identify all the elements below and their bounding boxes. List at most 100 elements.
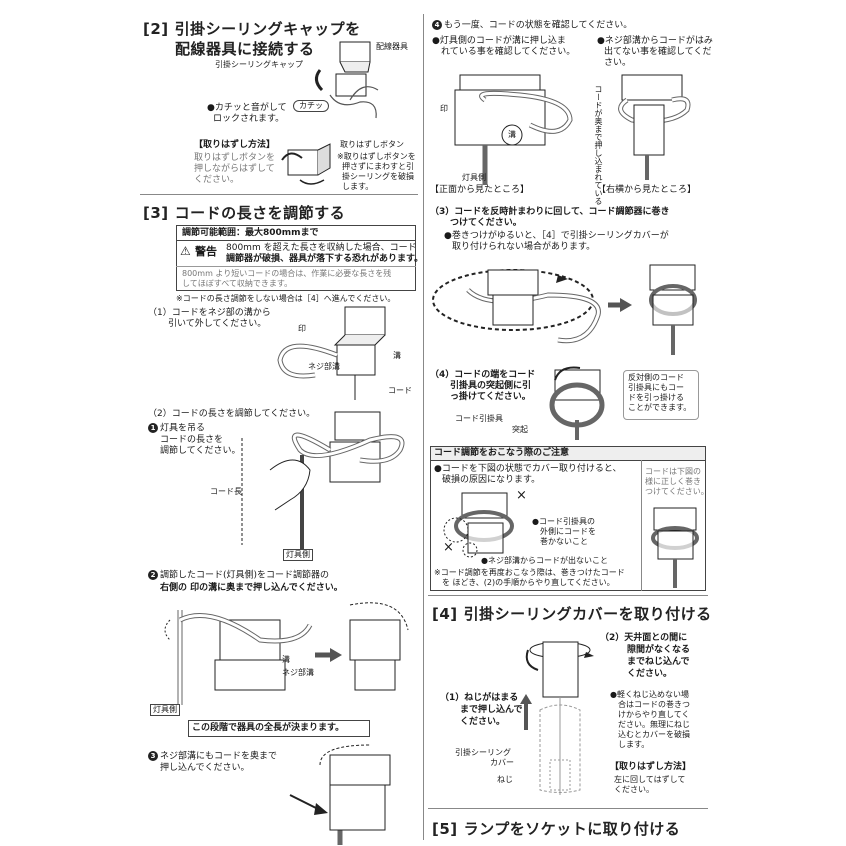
step-3-b: つけてください。 [450, 218, 522, 228]
caution-c-3: 巻かないこと [540, 537, 588, 546]
cover-note-2: 合はコードの巻きつ [618, 700, 690, 709]
step-4-note-1: 反対側のコード [628, 373, 684, 382]
step-3-c: ●巻きつけがゆるいと、［4］で引掛シーリングカバーが [444, 231, 669, 241]
cover-step-2-b: 隙間がなくなる [627, 645, 691, 655]
cover-step-1-c: ください。 [460, 717, 506, 727]
front-view-illustration [454, 74, 573, 185]
warning-label: 警告 [195, 245, 217, 258]
label-cord-hook: コード引掛具 [455, 414, 503, 423]
label-cover-2: カバー [490, 758, 514, 767]
remove-warning-2: 押さずにまわすと引 [342, 162, 414, 171]
caution-e: ※コード調節を再度おこなう際は、巻きつけたコード [434, 568, 625, 577]
remove-warning-3: 掛シーリングを破損 [342, 172, 414, 181]
check-b-3: さい。 [604, 58, 632, 68]
caution-title: コード調節をおこなう際のご注意 [434, 448, 570, 458]
label-lamp-side-2: 灯具側 [150, 704, 180, 716]
side-view-illustration [618, 74, 691, 180]
caution-d: ●ネジ部溝からコードが出ないこと [481, 556, 608, 565]
step-2-3-illustration [289, 744, 391, 845]
front-view-caption: 【正面から見たところ】 [430, 185, 530, 195]
step-2-1-illustration [241, 411, 405, 550]
label-groove-2: 溝 [282, 655, 290, 664]
section-2-title: [2]引掛シーリングキャップを [143, 20, 361, 38]
label-fixture: 配線器具 [376, 42, 408, 51]
total-length-text: この段階で器具の全長が決まります。 [192, 723, 345, 733]
remove-warning-4: します。 [342, 182, 374, 191]
cover-step-2-a: （2）天井面との間に [600, 633, 688, 643]
check-b-1: ●ネジ部溝からコードがはみ [597, 36, 713, 46]
step-3-d: 取り付けられない場合があります。 [452, 242, 596, 252]
skip-note: ※コードの長さ調節をしない場合は［4］へ進んでください。 [176, 294, 396, 303]
label-bump: 突起 [512, 425, 528, 434]
check-b-2: 出てない事を確認してくだ [604, 47, 712, 57]
section-3-title: [3]コードの長さを調節する [143, 204, 346, 222]
cross-mark-1: × [516, 488, 527, 503]
vertical-note: コードが奥まで押し込まれている [594, 85, 603, 205]
step-2-2-b: 右側の 印の溝に奥まで押し込んでください。 [160, 583, 343, 593]
cover-note-4: ださい。無理にねじ [618, 720, 690, 729]
caution-side-1: コードは下図の [645, 467, 701, 476]
section-divider [428, 595, 708, 596]
label-groove: 溝 [393, 351, 401, 360]
step-2-2-illustration [164, 602, 409, 705]
label-cord: コード [388, 386, 412, 395]
cover-note-5: 込むとカバーを破損 [618, 730, 690, 739]
cover-step-2-c: までねじ込んで [627, 657, 690, 667]
caution-f: を ほどき、(2)の手順からやり直してください。 [442, 578, 615, 587]
label-screw-groove: ネジ部溝 [308, 362, 340, 371]
warning-divider [176, 266, 416, 267]
cross-mark-2: × [443, 540, 454, 555]
section-5-title: [5]ランプをソケットに取り付ける [432, 820, 681, 838]
total-length-note [188, 720, 370, 737]
check-a-2: れている事を確認してください。 [441, 47, 576, 57]
caution-title-bar [431, 447, 705, 460]
label-cord-length: コード長 [210, 487, 242, 496]
adjust-range-box [176, 225, 416, 291]
caution-box [430, 446, 706, 591]
ceiling-cap-illustration [315, 41, 379, 119]
step-4-illustration [549, 366, 605, 440]
cover-note-1: ●軽くねじ込めない場 [610, 690, 689, 699]
label-click: カチッ [293, 100, 329, 112]
section-2-title-line2: 配線器具に接続する [175, 40, 315, 58]
remove-text-3: ください。 [194, 175, 240, 185]
caution-a: ●コードを下図の状態でカバー取り付けると、 [434, 464, 622, 474]
remove-text-2: 押しながらはずして [194, 164, 275, 174]
remove-warning-1: ※取りはずしボタンを [337, 152, 416, 161]
warning-text-1: 800mm を超えた長さを収納した場合、コード [226, 243, 417, 253]
remove-text-1: 取りはずしボタンを [194, 153, 276, 163]
step-4-a: （4）コードの端をコード [430, 370, 536, 380]
step-4-side-note [623, 370, 699, 420]
step-2-text: （2）コードの長さを調節してください。 [148, 409, 316, 419]
caution-side-2: 様に正しく巻き [645, 477, 701, 486]
short-note-2: してほぼすべて収納できます。 [182, 279, 293, 288]
cover-step-1-b: まで押し込んで [460, 705, 523, 715]
label-cap: 引掛シーリングキャップ [215, 60, 303, 69]
caution-side-3: つけてください。 [645, 487, 709, 496]
section-4-title: [4]引掛シーリングカバーを取り付ける [432, 605, 712, 623]
warning-icon: ⚠ [180, 244, 191, 258]
caution-inner-divider [641, 460, 642, 591]
cover-remove-title: 【取りはずし方法】 [610, 762, 692, 772]
section-divider [140, 194, 418, 195]
step-3-illustration [432, 264, 697, 355]
step-1-text: （1）コードをネジ部の溝から [148, 308, 271, 318]
step-4-note-4: ことができます。 [628, 403, 692, 412]
label-screw: ねじ [497, 775, 513, 784]
column-divider [423, 14, 424, 840]
step-3-a: （3）コードを反時計まわりに回して、コード調節器に巻き [430, 207, 670, 217]
label-lamp-side: 灯具側 [283, 549, 313, 561]
caution-c-1: ●コード引掛具の [532, 517, 595, 526]
step-4-note-2: 引掛具にもコー [628, 383, 684, 392]
step-1-text-2: 引いて外してください。 [168, 319, 267, 329]
cover-illustration [520, 641, 594, 795]
caution-title-divider [430, 460, 706, 461]
cover-step-2-d: ください。 [627, 669, 673, 679]
section-divider [428, 808, 708, 809]
lock-note: ●カチッと音がして [207, 103, 287, 113]
remove-button-illustration [281, 143, 331, 185]
label-remove-button: 取りはずしボタン [340, 140, 404, 149]
